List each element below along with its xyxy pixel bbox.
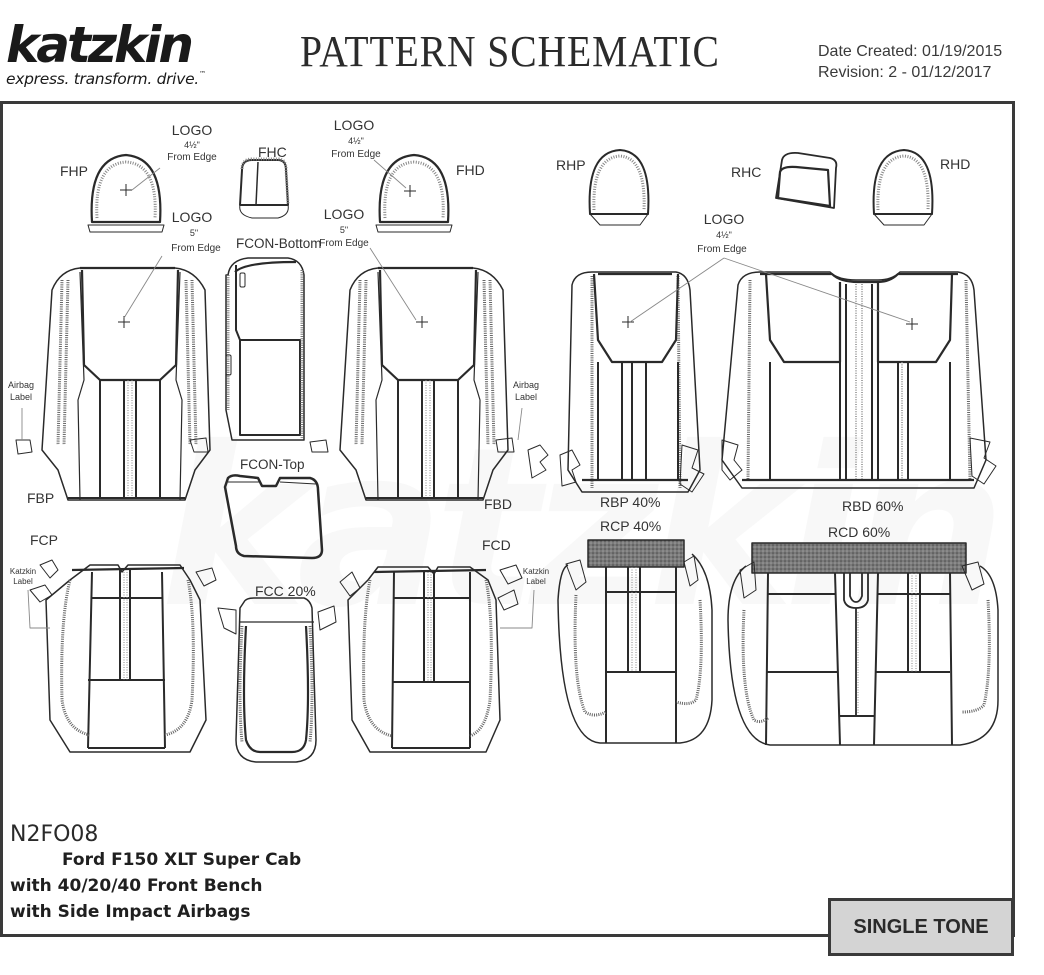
label-text: Label (515, 392, 537, 402)
label-fcp: FCP (30, 532, 58, 548)
rhp-headrest (588, 149, 650, 226)
label-fcon-top: FCON-Top (240, 457, 305, 472)
fcc-seatcushion (217, 597, 337, 763)
date-created: Date Created: 01/19/2015 (818, 43, 1003, 60)
katzkin-label-right: Katzkin Label (523, 567, 549, 586)
from-edge-text: From Edge (167, 152, 217, 163)
label-rhd: RHD (940, 156, 970, 172)
fhc-headrest (239, 157, 290, 219)
label-rhp: RHP (556, 157, 586, 173)
from-edge-text: From Edge (171, 243, 221, 254)
label-fcd: FCD (482, 537, 511, 553)
pattern-info: N2FO08 Ford F150 XLT Super Cab with 40/2… (10, 822, 301, 925)
revision: Revision: 2 - 01/12/2017 (818, 64, 992, 81)
logo-distance: 5" (190, 228, 198, 238)
tone-badge: SINGLE TONE (828, 898, 1014, 956)
fhp-headrest (87, 153, 165, 233)
fbd-seatback (309, 266, 549, 501)
logo-annotation-fhp: LOGO 4½" From Edge (167, 122, 217, 163)
fcp-seatcushion (29, 559, 217, 753)
tagline-text: express. transform. drive. (6, 70, 199, 88)
vehicle-description: Ford F150 XLT Super Cab with 40/20/40 Fr… (10, 847, 301, 925)
logo-text: LOGO (172, 209, 213, 225)
vehicle-line-1: Ford F150 XLT Super Cab (62, 850, 302, 870)
logo-distance: 5" (340, 225, 348, 235)
vehicle-line-3: with Side Impact Airbags (10, 902, 251, 922)
label-fcc: FCC 20% (255, 583, 316, 599)
fbp-seatback (15, 266, 211, 501)
fcon-top-piece (223, 474, 324, 560)
label-text: Label (13, 577, 33, 586)
katzkin-logo: katzkin express. transform. drive.™ (6, 18, 206, 88)
label-fhc: FHC (258, 144, 287, 160)
fcon-bottom-piece (225, 257, 305, 441)
rhd-headrest (872, 149, 934, 226)
katzkin-text: Katzkin (523, 567, 549, 576)
airbag-label-right: Airbag Label (513, 380, 539, 402)
rcd-seatcushion (727, 542, 999, 746)
logo-distance: 4½" (348, 136, 364, 146)
brand-tagline: express. transform. drive.™ (6, 70, 206, 88)
katzkin-text: Katzkin (10, 567, 36, 576)
trademark-mark: ™ (198, 70, 206, 78)
airbag-text: Airbag (8, 380, 34, 390)
rbd-seatback (721, 271, 997, 489)
katzkin-label-left: Katzkin Label (10, 567, 36, 586)
label-rhc: RHC (731, 164, 761, 180)
rcp-seatcushion (557, 539, 713, 744)
revision-info: Date Created: 01/19/2015 Revision: 2 - 0… (818, 41, 1002, 83)
logo-distance: 4½" (184, 140, 200, 150)
pattern-code: N2FO08 (10, 822, 99, 847)
fcd-seatcushion (339, 564, 523, 753)
airbag-label-left: Airbag Label (8, 380, 34, 402)
logo-text: LOGO (704, 211, 745, 227)
logo-annotation-fhd: LOGO 4½" From Edge (331, 117, 381, 160)
label-rcd: RCD 60% (828, 524, 890, 540)
page-title: PATTERN SCHEMATIC (300, 27, 720, 76)
label-rbp: RBP 40% (600, 494, 660, 510)
leader-lines (21, 159, 911, 629)
from-edge-text: From Edge (697, 244, 747, 255)
rhc-headrest (775, 151, 838, 209)
from-edge-text: From Edge (319, 238, 369, 249)
label-text: Label (10, 392, 32, 402)
label-rcp: RCP 40% (600, 518, 661, 534)
brand-wordmark: katzkin (6, 16, 194, 74)
logo-annotation-fbd: LOGO 5" From Edge (319, 206, 369, 249)
logo-distance: 4½" (716, 230, 732, 240)
vehicle-line-2: with 40/20/40 Front Bench (10, 876, 263, 896)
schematic-frame (0, 101, 1015, 937)
logo-text: LOGO (324, 206, 365, 222)
page-header: katzkin express. transform. drive.™ PATT… (0, 0, 1044, 100)
airbag-text: Airbag (513, 380, 539, 390)
logo-annotation-fbp: LOGO 5" From Edge (171, 209, 221, 254)
fhd-headrest (375, 153, 453, 233)
label-fbp: FBP (27, 490, 54, 506)
label-fhp: FHP (60, 163, 88, 179)
label-rbd: RBD 60% (842, 498, 903, 514)
logo-text: LOGO (334, 117, 375, 133)
label-text: Label (526, 577, 546, 586)
rbp-seatback (559, 271, 705, 493)
label-fhd: FHD (456, 162, 485, 178)
logo-annotation-rear: LOGO 4½" From Edge (697, 211, 747, 255)
logo-text: LOGO (172, 122, 213, 138)
label-fcon-bottom: FCON-Bottom (236, 236, 322, 251)
from-edge-text: From Edge (331, 149, 381, 160)
label-fbd: FBD (484, 496, 512, 512)
